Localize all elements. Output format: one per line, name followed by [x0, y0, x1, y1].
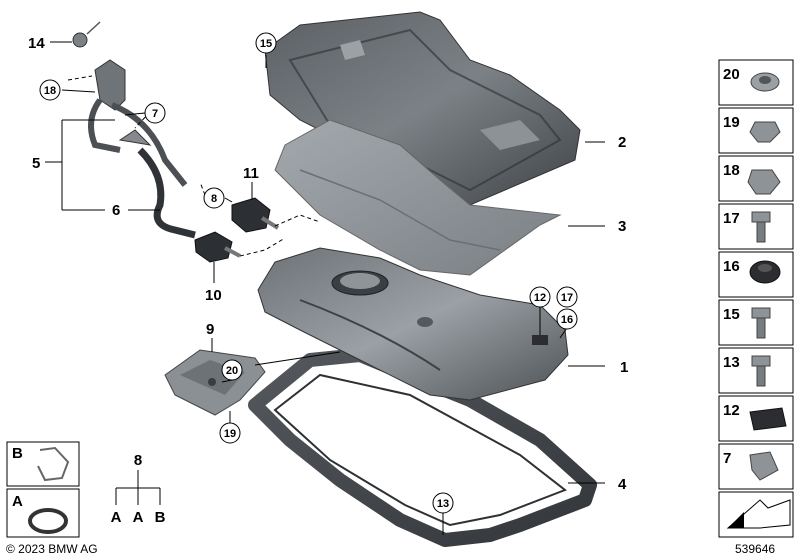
- callout-3: 3: [618, 218, 626, 235]
- svg-text:20: 20: [226, 365, 238, 377]
- sidebar-item-13: 13: [723, 354, 740, 371]
- sidebar-item-16: 16: [723, 258, 740, 275]
- copyright-text: © 2023 BMW AG: [6, 542, 98, 556]
- diagram-id: 539646: [735, 542, 775, 556]
- inset-b: B: [6, 441, 80, 487]
- leader-lines: [45, 41, 605, 535]
- callout-20: 20: [221, 359, 243, 381]
- sidebar-item-17: 17: [723, 210, 740, 227]
- svg-text:7: 7: [152, 108, 158, 120]
- callout-14: 14: [28, 35, 45, 52]
- callout-12: 12: [529, 286, 551, 308]
- set-letter-1: A: [111, 509, 122, 526]
- grommet-10-part: [194, 231, 241, 263]
- svg-text:B: B: [12, 445, 23, 462]
- inset-a: A: [6, 488, 80, 538]
- sidebar-item-19: 19: [723, 114, 740, 131]
- callout-5: 5: [32, 155, 40, 172]
- sidebar-item-20: 20: [723, 66, 740, 83]
- callout-16: 16: [556, 308, 578, 330]
- callout-17: 17: [556, 286, 578, 308]
- svg-text:15: 15: [260, 38, 272, 50]
- set-letter-2: A: [133, 509, 144, 526]
- callout-13: 13: [432, 492, 454, 514]
- callout-19: 19: [219, 422, 241, 444]
- upper-cover-part: [264, 11, 581, 206]
- callout-8: 8: [203, 187, 225, 209]
- callout-4: 4: [618, 476, 627, 493]
- sidebar-item-7: 7: [723, 450, 731, 467]
- sidebar-item-18: 18: [723, 162, 740, 179]
- set-letter-3: B: [155, 509, 166, 526]
- set-diagram: 8 A A B: [111, 452, 166, 526]
- sidebar-parts-list: 20 19 18 17 16 15 13 12 7: [718, 59, 794, 538]
- svg-text:12: 12: [534, 292, 546, 304]
- callout-11: 11: [243, 165, 259, 182]
- svg-text:8: 8: [211, 193, 217, 205]
- callout-1: 1: [620, 359, 628, 376]
- callout-6: 6: [112, 202, 120, 219]
- arrow-icon: [726, 499, 791, 529]
- svg-text:18: 18: [44, 85, 56, 97]
- grommet-11-part: [231, 197, 280, 233]
- svg-text:13: 13: [437, 498, 449, 510]
- sidebar-item-15: 15: [723, 306, 740, 323]
- callout-15: 15: [255, 32, 277, 54]
- insulation-mat-part: [274, 119, 562, 276]
- svg-text:16: 16: [561, 314, 573, 326]
- svg-text:19: 19: [224, 428, 236, 440]
- callout-9: 9: [206, 321, 214, 338]
- set-number: 8: [134, 452, 142, 469]
- callout-18: 18: [39, 79, 61, 101]
- callout-2: 2: [618, 134, 626, 151]
- fuel-tank-part: [257, 247, 569, 401]
- filler-pipe-assembly: [72, 21, 196, 239]
- callout-10: 10: [205, 287, 222, 304]
- sidebar-item-12: 12: [723, 402, 740, 419]
- svg-text:17: 17: [561, 292, 573, 304]
- callout-7: 7: [144, 102, 166, 124]
- svg-text:A: A: [12, 493, 23, 510]
